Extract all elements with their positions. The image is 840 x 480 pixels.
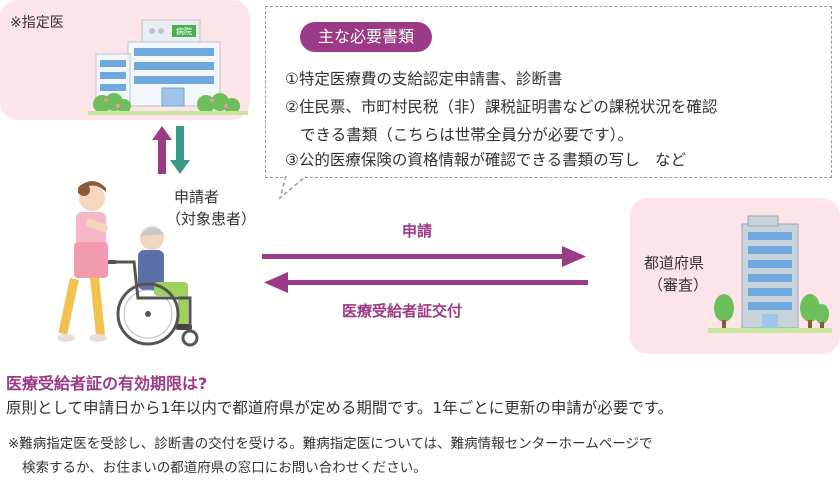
validity-title: 医療受給者証の有効期限は? bbox=[6, 374, 208, 393]
documents-line-4: ③公的医療保険の資格情報が確認できる書類の写し など bbox=[285, 151, 687, 169]
hospital-sign: 病院 bbox=[176, 26, 192, 36]
documents-line-3: できる書類（こちらは世帯全員分が必要です）。 bbox=[300, 126, 633, 144]
arrow-down-icon bbox=[170, 126, 190, 174]
designated-doctor-label: ※指定医 bbox=[10, 15, 64, 31]
prefecture-sublabel: （審査） bbox=[648, 276, 709, 294]
footnote-line-1: ※難病指定医を受診し、診断書の交付を受ける。難病指定医については、難病情報センタ… bbox=[8, 436, 653, 452]
callout-tail bbox=[278, 176, 307, 201]
documents-line-1: ①特定医療費の支給認定申請書、診断書 bbox=[285, 70, 563, 88]
documents-title: 主な必要書類 bbox=[300, 22, 433, 52]
issue-label: 医療受給者証交付 bbox=[342, 302, 463, 320]
apply-arrow-icon bbox=[262, 246, 586, 267]
apply-label: 申請 bbox=[402, 222, 433, 240]
documents-line-2: ②住民票、市町村民税（非）課税証明書などの課税状況を確認 bbox=[285, 98, 718, 116]
applicant-label: 申請者 bbox=[174, 188, 220, 206]
validity-body: 原則として申請日から1年以内で都道府県が定める期間です。1年ごとに更新の申請が必… bbox=[6, 399, 674, 417]
doctor-applicant-arrows bbox=[152, 126, 190, 174]
hospital-icon: 病院 bbox=[88, 19, 248, 115]
applicant-sublabel: （対象患者） bbox=[166, 210, 257, 228]
caregiver-wheelchair-illustration bbox=[57, 181, 199, 347]
issue-arrow-icon bbox=[264, 272, 588, 293]
footnote-line-2: 検索するか、お住まいの都道府県の窓口にお問い合わせください。 bbox=[22, 460, 427, 476]
prefecture-label: 都道府県 bbox=[644, 254, 705, 272]
arrow-up-icon bbox=[152, 126, 172, 174]
government-building-icon bbox=[708, 215, 832, 333]
